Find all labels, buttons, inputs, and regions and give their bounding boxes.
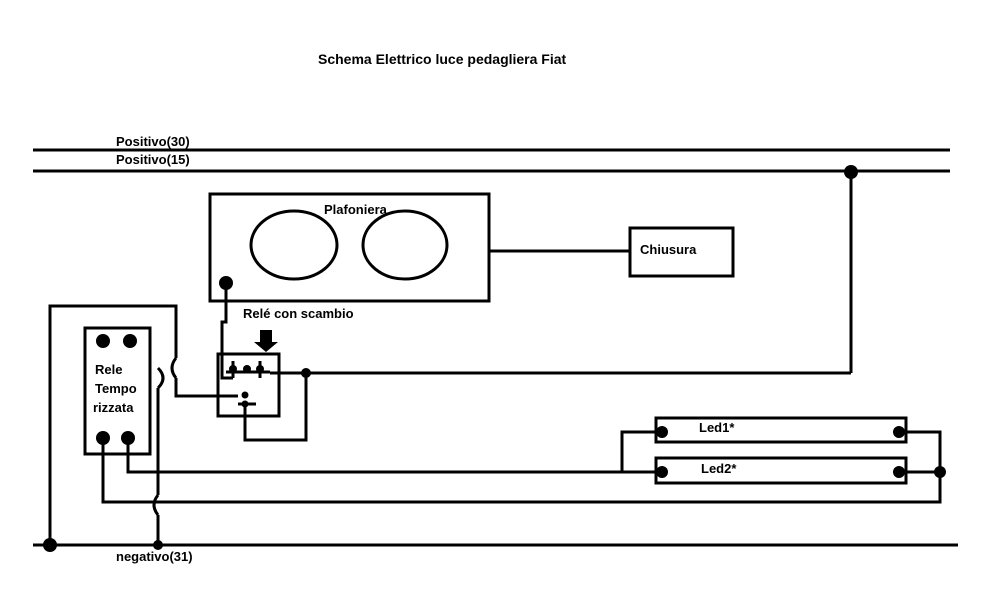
positive-30-label: Positivo(30) [116, 134, 190, 149]
timed-relay-label-line3: rizzata [93, 400, 134, 415]
closure-label: Chiusura [640, 242, 697, 257]
closure-box [628, 226, 735, 278]
led1-label: Led1* [699, 420, 735, 435]
led2-box [654, 456, 908, 485]
relay-contacts [226, 361, 270, 408]
positive-15-label: Positivo(15) [116, 152, 190, 167]
timed-relay-box [83, 326, 152, 456]
timed-relay-pin-1 [96, 334, 110, 348]
changeover-relay-box [216, 352, 281, 418]
dome-light-box [208, 192, 491, 303]
diagram-title: Schema Elettrico luce pedagliera Fiat [318, 51, 567, 67]
changeover-relay-label: Relé con scambio [243, 306, 354, 321]
timed-relay-label-line2: Tempo [95, 381, 137, 396]
dome-light-label: Plafoniera [324, 202, 388, 217]
dome-lamp-right [361, 209, 449, 281]
led1-box [654, 416, 908, 444]
negative-31-label: negativo(31) [116, 549, 193, 564]
arrow-down-icon [254, 330, 278, 352]
dome-light [208, 192, 491, 303]
timed-relay-label-line1: Rele [95, 362, 122, 377]
wires [43, 165, 946, 552]
led2-label: Led2* [701, 461, 737, 476]
timed-relay-pin-2 [123, 334, 137, 348]
dome-lamp-left [249, 209, 339, 281]
